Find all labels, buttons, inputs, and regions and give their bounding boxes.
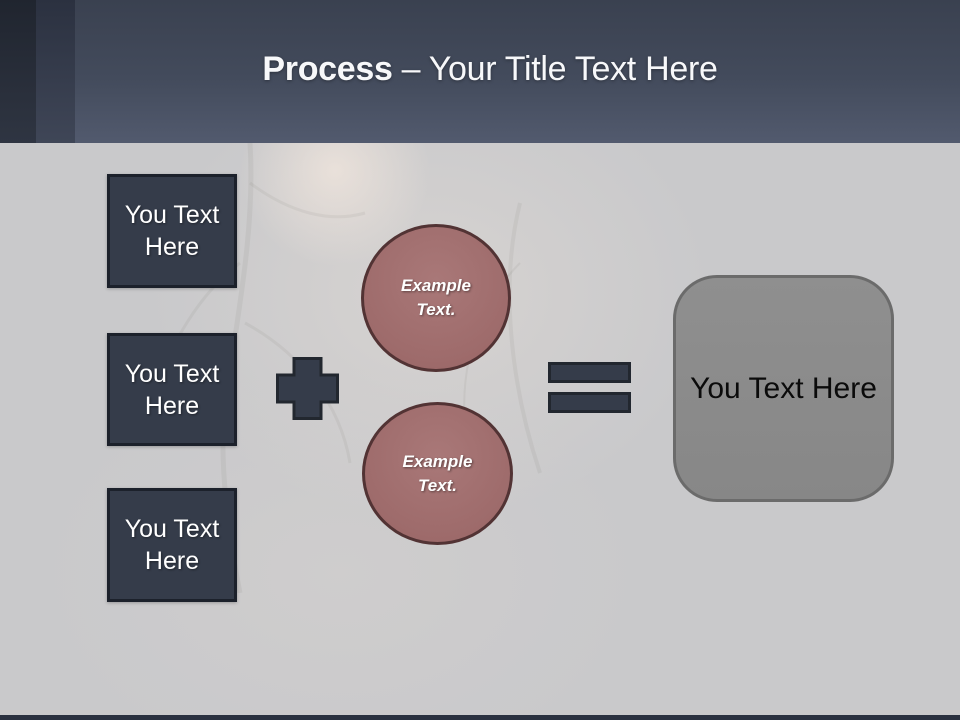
process-box-1: You Text Here	[107, 174, 237, 288]
process-box-3-label: You Text Here	[124, 515, 220, 575]
title-emphasis: Process	[262, 50, 393, 88]
plus-icon	[276, 357, 339, 420]
process-box-2-label: You Text Here	[124, 359, 220, 420]
example-circle-2: Example Text.	[362, 402, 513, 545]
process-box-1-label: You Text Here	[124, 201, 220, 261]
example-circle-1: Example Text.	[361, 224, 511, 372]
slide-title: Process– Your Title Text Here	[10, 50, 960, 89]
result-box: You Text Here	[673, 275, 894, 502]
process-box-2: You Text Here	[107, 333, 237, 446]
result-box-label: You Text Here	[690, 371, 877, 405]
equals-icon	[548, 362, 631, 413]
header-accent-band-light	[36, 0, 75, 143]
example-circle-2-label: Example Text.	[402, 451, 473, 495]
slide-header: Process– Your Title Text Here	[0, 0, 960, 143]
title-subtitle-text: – Your Title Text Here	[401, 50, 718, 88]
process-box-3: You Text Here	[107, 488, 237, 602]
example-circle-1-label: Example Text.	[401, 276, 471, 319]
equals-top-bar	[548, 362, 631, 383]
header-accent-band-dark	[0, 0, 36, 143]
equals-bottom-bar	[548, 392, 631, 413]
bottom-accent-bar	[0, 715, 960, 720]
